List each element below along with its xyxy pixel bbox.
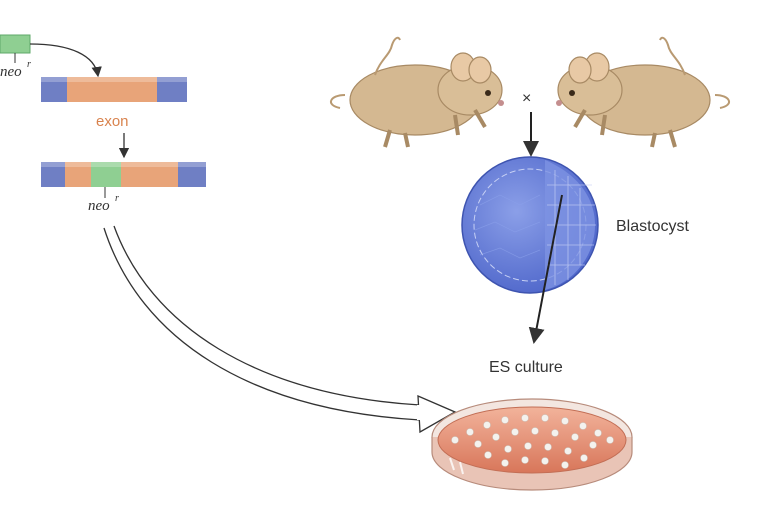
cross-symbol: × bbox=[522, 90, 531, 107]
neo-top-label: neo bbox=[0, 64, 22, 80]
neo-bottom-superscript: r bbox=[115, 193, 119, 204]
neo-top-superscript: r bbox=[27, 59, 31, 70]
blastocyst-label: Blastocyst bbox=[616, 218, 689, 235]
mouse-right-icon bbox=[556, 36, 730, 148]
blastocyst-icon bbox=[461, 156, 599, 294]
insert-arrow bbox=[29, 43, 102, 78]
exon-label: exon bbox=[96, 113, 129, 130]
transfection-arrow bbox=[103, 225, 457, 434]
es-culture-label: ES culture bbox=[489, 359, 563, 376]
neo-gene-fragment bbox=[0, 34, 31, 63]
neo-bottom-label: neo bbox=[88, 198, 110, 214]
disrupted-gene bbox=[41, 162, 206, 198]
target-gene bbox=[41, 77, 187, 102]
icm-extraction-arrow bbox=[528, 194, 563, 344]
petri-dish-icon bbox=[431, 398, 633, 491]
mouse-left-icon bbox=[330, 36, 504, 148]
